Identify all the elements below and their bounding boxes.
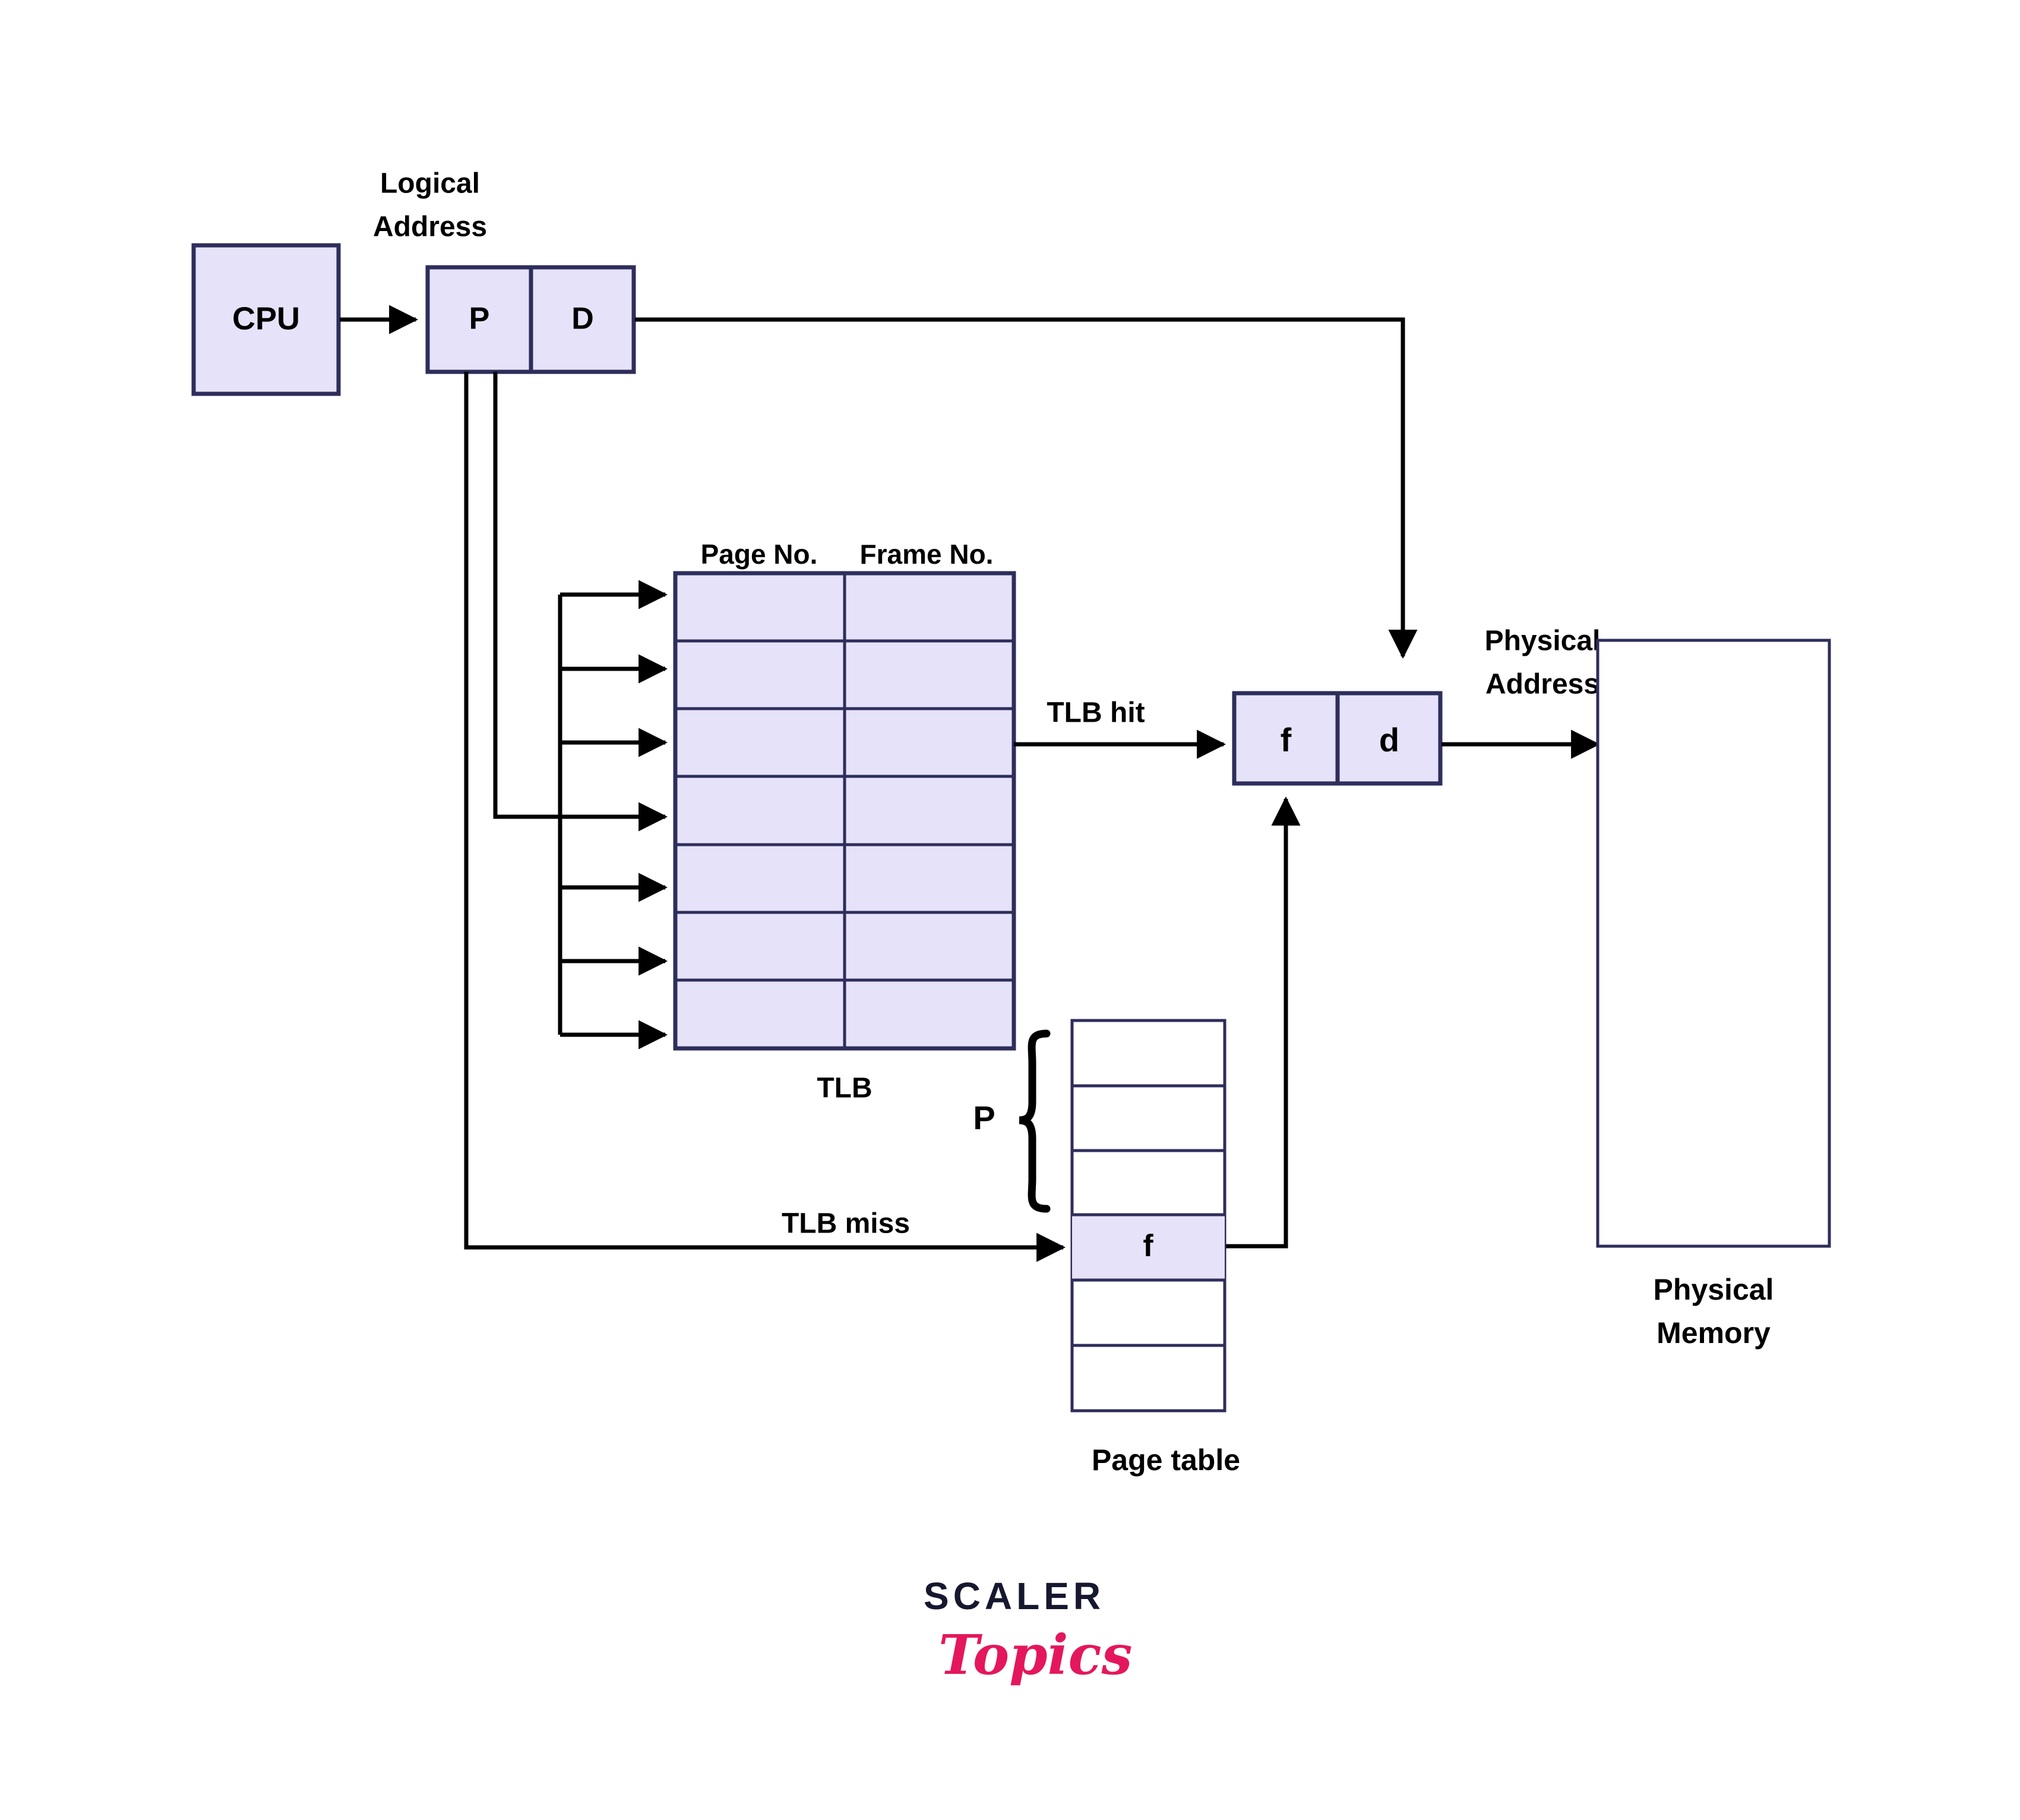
- tlb-caption: TLB: [817, 1073, 872, 1104]
- cpu-box-rect: [191, 243, 341, 396]
- physical-address-caption-line1: Physical: [1485, 625, 1601, 657]
- brand-logo-wordmark: SCALER: [924, 1575, 1105, 1617]
- physical-address-field-d: d: [1379, 721, 1399, 759]
- brace-path: [1019, 1029, 1051, 1213]
- page-table-caption: Page table: [1092, 1443, 1240, 1477]
- physical-memory-caption-line1: Physical: [1654, 1273, 1774, 1306]
- tlb-column-header-frame-no: Frame No.: [860, 539, 994, 570]
- logical-address-field-d: D: [571, 302, 594, 336]
- physical-address-field-f: f: [1281, 721, 1292, 759]
- page-table-frame-to-physical-address-wire: [1225, 796, 1301, 1249]
- tlb-column-header-page-no: Page No.: [701, 539, 818, 570]
- logical-address-box: P D: [425, 265, 636, 374]
- tlb-table: Page No. Frame No. TLB: [673, 539, 1016, 1104]
- cpu-label: CPU: [232, 301, 300, 336]
- page-table-frame-value: f: [1143, 1229, 1153, 1263]
- tlb-hit-label: TLB hit: [1047, 697, 1145, 729]
- tlb-miss-label: TLB miss: [782, 1208, 910, 1240]
- logical-address-field-p: P: [469, 302, 490, 336]
- physical-address-caption-line2: Address: [1485, 669, 1599, 700]
- physical-memory-box: Physical Memory: [1596, 639, 1831, 1350]
- page-table-index-brace: P: [973, 1029, 1051, 1213]
- logical-address-caption-line1: Logical: [380, 168, 480, 200]
- physical-memory-caption-line2: Memory: [1657, 1316, 1771, 1350]
- brand-logo-scriptmark: Topics: [938, 1623, 1133, 1687]
- physical-address-box: f d: [1232, 691, 1443, 786]
- page-table-row-highlight: [1072, 1215, 1225, 1280]
- page-table: f Page table: [1070, 1019, 1240, 1477]
- physical-memory-rect: [1596, 639, 1831, 1248]
- d-to-physical-address-wire: [635, 317, 1418, 659]
- logical-address-caption-line2: Address: [373, 211, 487, 243]
- p-to-page-table-wire: [464, 372, 1066, 1262]
- logical-address-caption: Logical Address: [373, 168, 487, 243]
- physical-address-caption: Physical Address: [1485, 625, 1601, 700]
- cpu-box: CPU: [191, 243, 341, 396]
- page-table-index-label: P: [973, 1099, 995, 1136]
